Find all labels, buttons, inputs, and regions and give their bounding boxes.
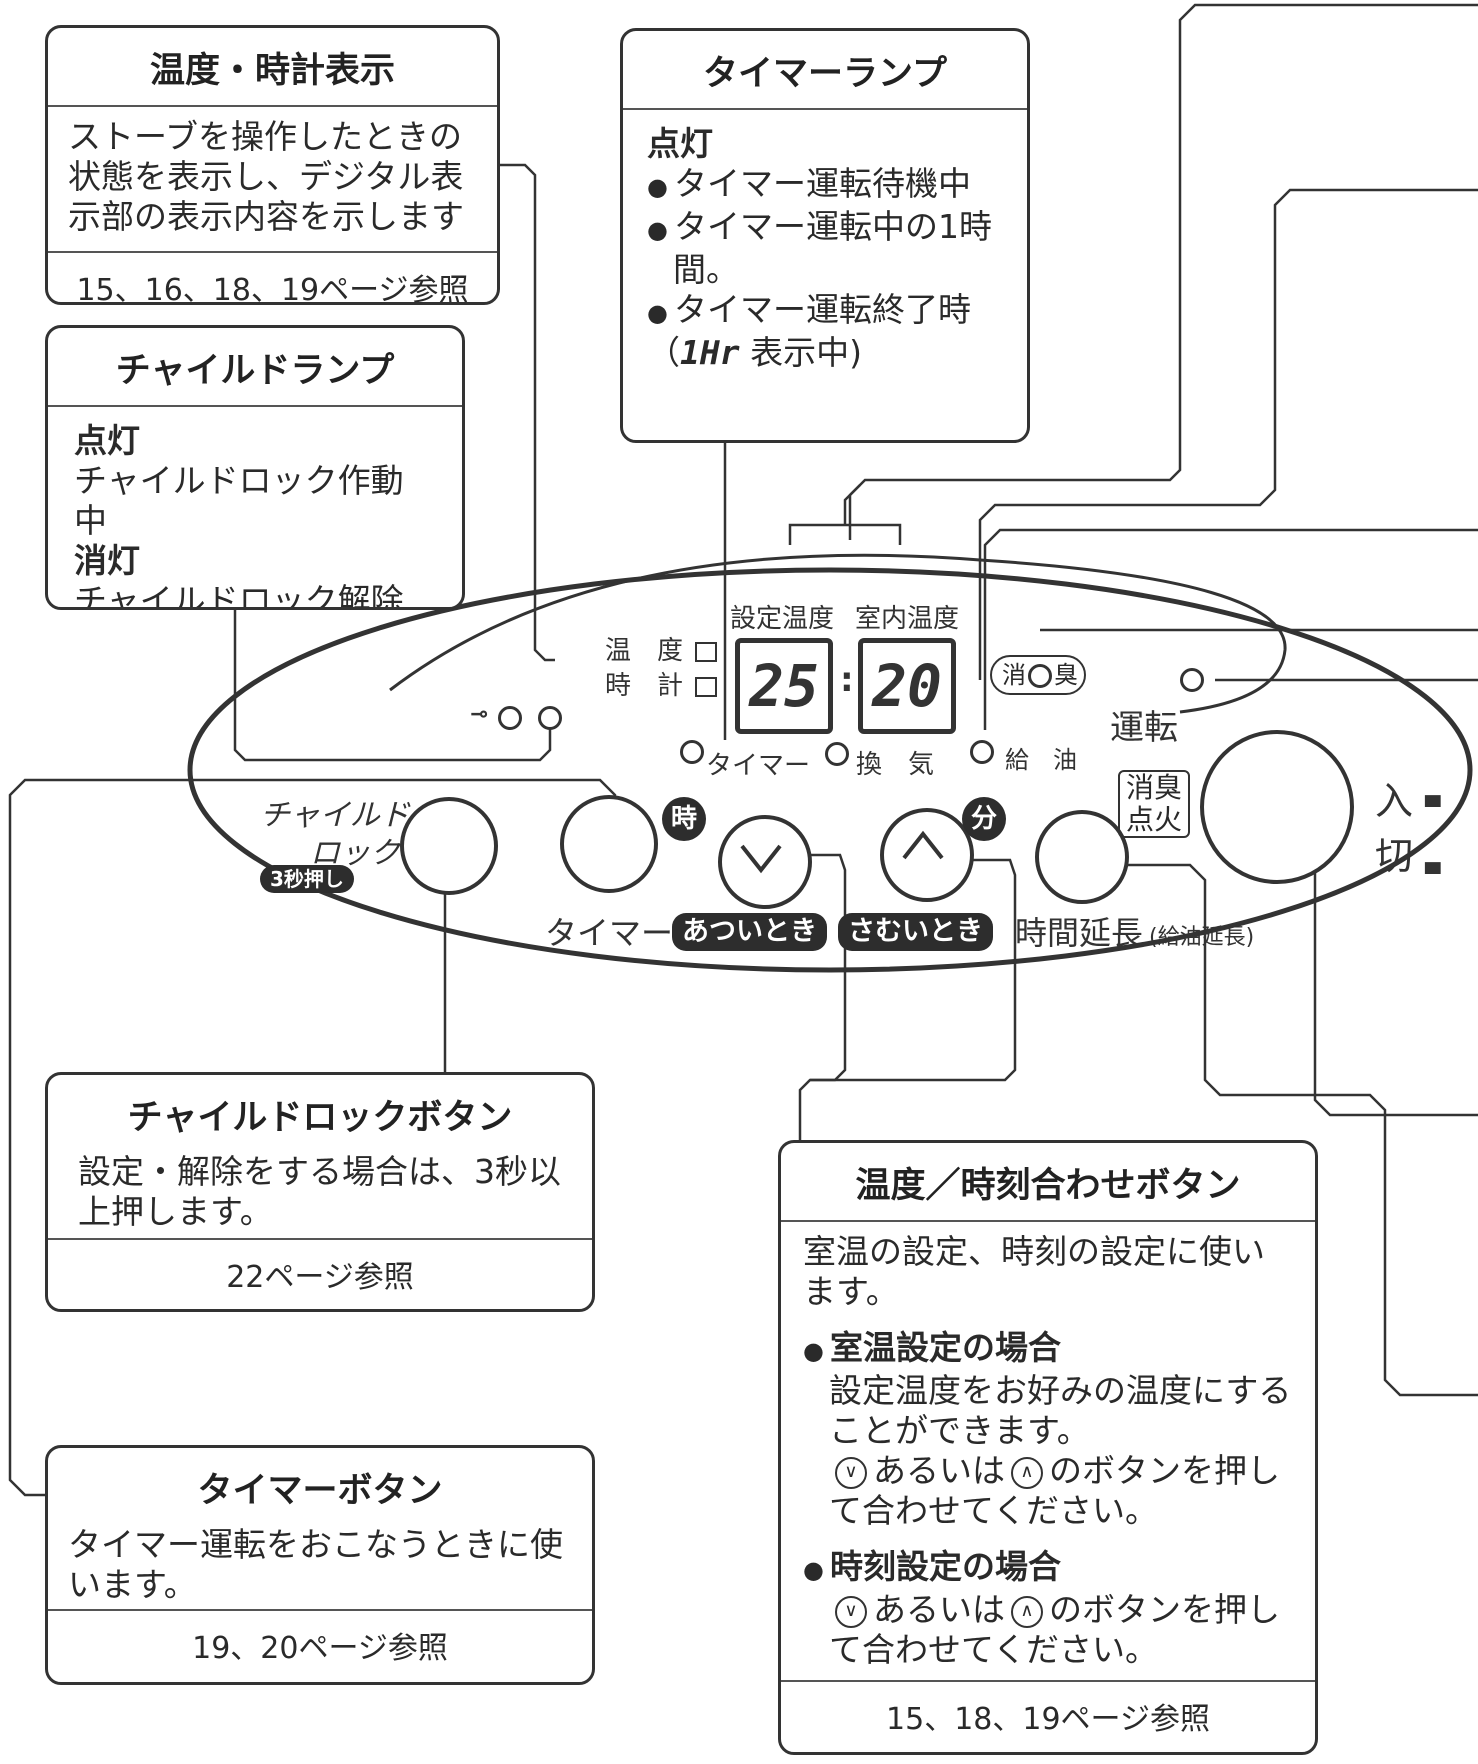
control-panel-outline (187, 567, 1473, 973)
timer-lamp-title: タイマーランプ (623, 31, 1027, 110)
temp-clock-display-ref: 15、16、18、19ページ参照 (48, 251, 497, 302)
timer-button-desc: タイマー運転をおこなうときに使います。 (68, 1525, 563, 1604)
extend-sub-label: (給油延長) (1149, 925, 1255, 950)
hour-badge: 時 (662, 797, 706, 841)
power-button[interactable] (1200, 730, 1354, 884)
extend-button[interactable] (1035, 810, 1129, 904)
child-lock-button-desc: 設定・解除をする場合は、3秒以上押します。 (78, 1152, 561, 1231)
deodor-ignite-label: 消臭 点火 (1118, 770, 1191, 838)
on-label-text: 入 (1375, 779, 1414, 823)
timer-button-title: タイマーボタン (197, 1471, 443, 1511)
timer-label: タイマー (545, 914, 674, 952)
child-key-lamp (498, 706, 522, 730)
case2-instruction: ∨あるいは∧のボタンを押して合わせてください。 (803, 1590, 1293, 1670)
minute-badge: 分 (962, 797, 1006, 841)
case2-title: 時刻設定の場合 (803, 1547, 1293, 1590)
refuel-lamp (970, 740, 994, 764)
off-label-text: 切 (1375, 834, 1414, 878)
child-lamp-box: チャイルドランプ 点灯 チャイルドロック作動中 消灯 チャイルドロック解除 (45, 325, 465, 610)
deodor-ignite-line-1: 消臭 (1126, 771, 1183, 804)
deodor-indicator: 消 臭 (990, 655, 1086, 695)
temp-clock-display-title: 温度・時計表示 (48, 28, 497, 107)
case1-instruction: ∨あるいは∧のボタンを押して合わせてください。 (803, 1451, 1293, 1531)
child-lock-button-ref: 22ページ参照 (48, 1238, 592, 1306)
room-temp-display: 20 (858, 638, 956, 734)
child-lamp (538, 706, 562, 730)
run-lamp (1180, 668, 1204, 692)
up-arrow-icon (902, 830, 944, 860)
down-button[interactable] (718, 815, 812, 909)
timer-lamp-label: タイマー (706, 751, 811, 781)
timer-button[interactable] (560, 795, 658, 893)
up-button[interactable] (880, 808, 974, 902)
temp-indicator-square (695, 641, 718, 662)
timer-lamp-box: タイマーランプ 点灯 タイマー運転待機中 タイマー運転中の1時間。 タイマー運転… (620, 28, 1030, 443)
cold-label: さむいとき (838, 913, 993, 951)
case2-instr-a: あるいは (873, 1590, 1005, 1629)
timer-lamp-note-text: 表示中) (750, 333, 862, 372)
timer-lamp-item-1: タイマー運転待機中 (647, 164, 1003, 207)
case1-instr-a: あるいは (873, 1451, 1005, 1490)
refuel-label: 給 油 (1005, 746, 1077, 774)
vent-lamp (825, 742, 849, 766)
timer-lamp-item-3: タイマー運転終了時 (647, 290, 1003, 333)
timer-lamp-note: （1Hr 表示中) (647, 333, 862, 372)
down-circle-icon: ∨ (835, 1456, 867, 1489)
child-lock-button-title: チャイルドロックボタン (127, 1098, 513, 1138)
timer-button-ref: 19、20ページ参照 (48, 1609, 592, 1677)
temp-time-button-ref: 15、18、19ページ参照 (781, 1680, 1315, 1748)
child-lamp-title: チャイルドランプ (48, 328, 462, 407)
child-lamp-off-text: チャイルドロック解除 (74, 581, 404, 610)
display-area-outline (389, 553, 1287, 714)
set-temp-label: 設定温度 (730, 604, 835, 634)
child-lock-button[interactable] (400, 797, 498, 895)
child-lamp-on-text: チャイルドロック作動中 (74, 461, 404, 540)
off-position-icon: ▄ (1425, 850, 1441, 874)
case1-instr-b: のボタンを押して合わせてください。 (829, 1451, 1280, 1530)
deodor-left-label: 消 (1002, 661, 1026, 689)
set-temp-display: 25 (735, 638, 833, 734)
timer-button-box: タイマーボタン タイマー運転をおこなうときに使います。 19、20ページ参照 (45, 1445, 595, 1685)
deodor-lamp (1028, 664, 1052, 688)
deodor-ignite-line-2: 点火 (1126, 803, 1183, 836)
display-colon: : (840, 660, 854, 700)
clock-indicator-square (695, 676, 718, 697)
temp-indicator-label: 温 度 (605, 636, 684, 666)
on-position-icon: ▀ (1425, 795, 1441, 819)
temp-clock-display-box: 温度・時計表示 ストーブを操作したときの状態を表示し、デジタル表示部の表示内容を… (45, 25, 500, 305)
off-label: 切 ▄ (1375, 825, 1441, 880)
room-temp-label: 室内温度 (855, 604, 960, 634)
vent-label: 換 気 (856, 750, 935, 780)
case1-title: 室温設定の場合 (803, 1328, 1293, 1371)
timer-lamp-note-lcd: 1Hr (680, 333, 740, 372)
key-icon: ⊸ (470, 702, 489, 727)
case1-text: 設定温度をお好みの温度にすることができます。 (829, 1371, 1292, 1450)
clock-indicator-label: 時 計 (605, 671, 684, 701)
temp-indicator: 温 度 (605, 630, 718, 667)
timer-lamp-item-2: タイマー運転中の1時間。 (647, 207, 1003, 290)
child-lock-label-1: チャイルド (260, 798, 410, 833)
deodor-right-label: 臭 (1054, 661, 1078, 689)
case2-instr-b: のボタンを押して合わせてください。 (829, 1590, 1280, 1669)
run-label: 運転 (1110, 708, 1178, 748)
temp-clock-display-desc: ストーブを操作したときの状態を表示し、デジタル表示部の表示内容を示します (68, 117, 464, 236)
temp-time-button-title: 温度／時刻合わせボタン (781, 1143, 1315, 1222)
down-arrow-icon (740, 844, 782, 874)
up-circle-icon: ∧ (1011, 1456, 1043, 1489)
extend-label: 時間延長(給油延長) (1015, 908, 1254, 954)
timer-lamp-on-heading: 点灯 (647, 124, 713, 163)
hot-label: あついとき (672, 913, 827, 951)
extend-label-text: 時間延長 (1015, 914, 1144, 952)
three-sec-badge: 3秒押し (260, 865, 354, 893)
timer-lamp (680, 740, 704, 764)
child-lamp-on-label: 点灯 (74, 421, 140, 460)
clock-indicator: 時 計 (605, 665, 718, 702)
temp-time-button-box: 温度／時刻合わせボタン 室温の設定、時刻の設定に使います。 室温設定の場合 設定… (778, 1140, 1318, 1755)
up-circle-icon: ∧ (1011, 1595, 1043, 1628)
child-lamp-off-label: 消灯 (74, 541, 140, 580)
child-lock-button-box: チャイルドロックボタン 設定・解除をする場合は、3秒以上押します。 22ページ参… (45, 1072, 595, 1312)
on-label: 入 ▀ (1375, 770, 1441, 825)
temp-time-button-desc: 室温の設定、時刻の設定に使います。 (803, 1232, 1265, 1311)
down-circle-icon: ∨ (835, 1595, 867, 1628)
